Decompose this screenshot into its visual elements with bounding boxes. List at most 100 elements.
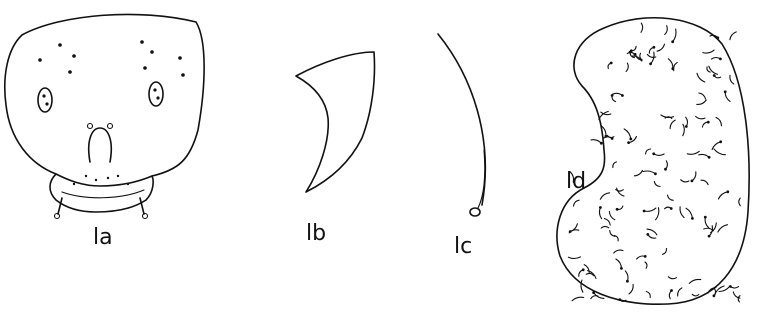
seta-bristle <box>624 270 629 282</box>
seta-bristle <box>711 141 722 151</box>
seta-bristle <box>640 22 644 33</box>
panel-1a-head-drawing <box>3 13 205 220</box>
seta-base <box>684 125 688 128</box>
seta-base <box>643 255 647 258</box>
seta-bristle <box>717 191 729 200</box>
mandible-outline <box>295 51 376 193</box>
seta-bristle <box>590 139 602 144</box>
seta-base <box>670 289 673 292</box>
seta-bristle <box>612 161 618 169</box>
seta-bristle <box>653 180 661 188</box>
seta-bristle <box>667 58 674 70</box>
seta-base <box>592 291 595 294</box>
seta-bristle <box>580 279 584 293</box>
seta-base <box>669 207 673 210</box>
seta-bristle <box>685 116 689 128</box>
left-palp <box>57 197 63 215</box>
seta-bristle <box>696 99 707 105</box>
label-1a: la <box>93 225 113 250</box>
seta-bristle <box>645 290 651 298</box>
seta-bristle <box>644 261 648 269</box>
seta-bristle <box>606 134 615 139</box>
seta-bristle <box>737 295 741 303</box>
label-1b: lb <box>306 221 326 246</box>
seta-bristle <box>729 74 735 85</box>
seta-base <box>723 90 727 94</box>
seta-bristle <box>724 91 731 102</box>
seta-bristle <box>680 179 690 183</box>
seta-base <box>691 217 694 220</box>
seta-bristle <box>702 49 715 54</box>
right-palp-tip <box>141 212 149 220</box>
seta-bristle <box>704 216 710 229</box>
seta-bristle <box>691 293 700 297</box>
seta-bristle <box>664 116 673 120</box>
seta-bristle <box>696 72 706 83</box>
seta-bristle <box>655 207 660 221</box>
seta-base <box>581 268 585 272</box>
seta-bristle <box>623 128 632 140</box>
head-setal-pits <box>38 40 185 186</box>
seta-base <box>654 172 657 176</box>
seta-bristle <box>646 228 658 236</box>
seta-shaft <box>437 33 487 206</box>
seta-base <box>618 298 622 301</box>
right-eye <box>148 81 164 107</box>
seta-base <box>599 141 603 145</box>
seta-base <box>664 167 667 171</box>
seta-bristle <box>583 264 590 274</box>
seta-bristle <box>615 258 622 269</box>
right-palp <box>139 197 145 215</box>
seta-base <box>642 209 646 213</box>
seta-bristle <box>613 249 624 254</box>
seta-bristle <box>598 206 603 220</box>
seta-bristle <box>729 31 737 41</box>
seta-bristle <box>653 153 665 156</box>
seta-bristle <box>688 278 702 284</box>
seta-bristle <box>707 287 717 294</box>
seta-bristle <box>631 55 643 62</box>
seta-base <box>626 279 629 283</box>
seta-bristle <box>691 171 697 182</box>
body-setae <box>567 22 741 303</box>
seta-bristle <box>686 150 700 155</box>
seta-bristle <box>715 116 723 127</box>
seta-bristle <box>600 111 612 116</box>
seta-base <box>706 120 710 124</box>
seta-base <box>568 230 572 233</box>
seta-base <box>719 57 722 61</box>
seta-base <box>703 215 707 219</box>
seta-bristle <box>666 194 674 201</box>
head-capsule-outline <box>3 13 205 187</box>
label-1d: ld <box>566 169 586 194</box>
seta-base <box>712 74 716 77</box>
seta-bristle <box>609 230 616 237</box>
seta-bristle <box>571 296 585 302</box>
seta-base <box>620 267 623 270</box>
seta-bristle <box>585 272 595 277</box>
seta-bristle <box>600 225 610 229</box>
panel-1c-seta-drawing <box>437 33 487 217</box>
seta-bristle <box>639 52 643 61</box>
seta-bristle <box>708 65 719 75</box>
seta-bristle <box>738 197 741 207</box>
seta-bristle <box>611 92 623 97</box>
seta-bristle <box>567 256 582 260</box>
labrum-line <box>61 189 145 199</box>
seta-bristle <box>616 187 625 197</box>
seta-base <box>621 94 624 97</box>
seta-bristle <box>664 25 668 36</box>
seta-bristle <box>598 110 609 121</box>
seta-bristle <box>673 61 678 72</box>
seta-base <box>652 45 656 49</box>
seta-bristle <box>608 210 616 221</box>
seta-base <box>719 140 723 144</box>
seta-bristle <box>732 291 741 299</box>
seta-bristle <box>569 171 575 183</box>
seta-base <box>729 285 732 288</box>
panel-1d-setose-body-drawing <box>556 17 750 305</box>
seta-bristle <box>643 207 657 212</box>
seta-base <box>633 53 637 56</box>
seta-base <box>649 62 652 66</box>
